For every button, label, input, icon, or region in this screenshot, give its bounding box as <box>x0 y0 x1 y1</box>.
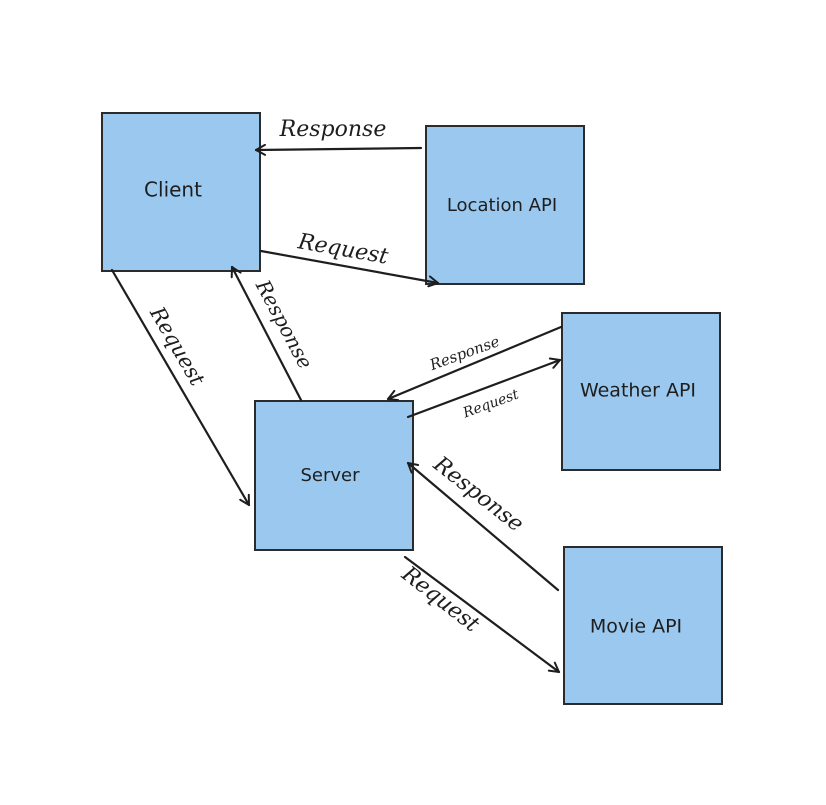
client-to-location-label: Request <box>295 229 390 270</box>
server-to-weather-label: Request <box>460 386 521 421</box>
location-to-client-arrow <box>254 143 423 156</box>
server-to-movie-arrow <box>403 555 561 674</box>
server-to-client-arrow <box>230 265 303 402</box>
weather-api-label: Weather API <box>580 380 696 402</box>
movie-to-server-arrow <box>406 461 560 592</box>
server-node: Server <box>254 400 414 551</box>
client-label: Client <box>144 178 202 202</box>
server-label: Server <box>300 465 360 486</box>
server-to-weather-arrow <box>406 357 562 419</box>
movie-to-server-label: Response <box>428 451 528 537</box>
weather-api-node: Weather API <box>561 312 721 471</box>
location-api-label: Location API <box>447 195 557 216</box>
server-to-movie-label: Request <box>396 561 484 637</box>
movie-api-node: Movie API <box>563 546 723 705</box>
client-to-server-arrow <box>110 268 251 507</box>
client-node: Client <box>101 112 261 272</box>
location-api-node: Location API <box>425 125 585 285</box>
client-to-server-label: Request <box>145 302 210 391</box>
weather-to-server-arrow <box>386 325 563 402</box>
location-to-client-label: Response <box>279 117 387 142</box>
movie-api-label: Movie API <box>590 616 682 638</box>
client-to-location-arrow <box>259 249 440 288</box>
